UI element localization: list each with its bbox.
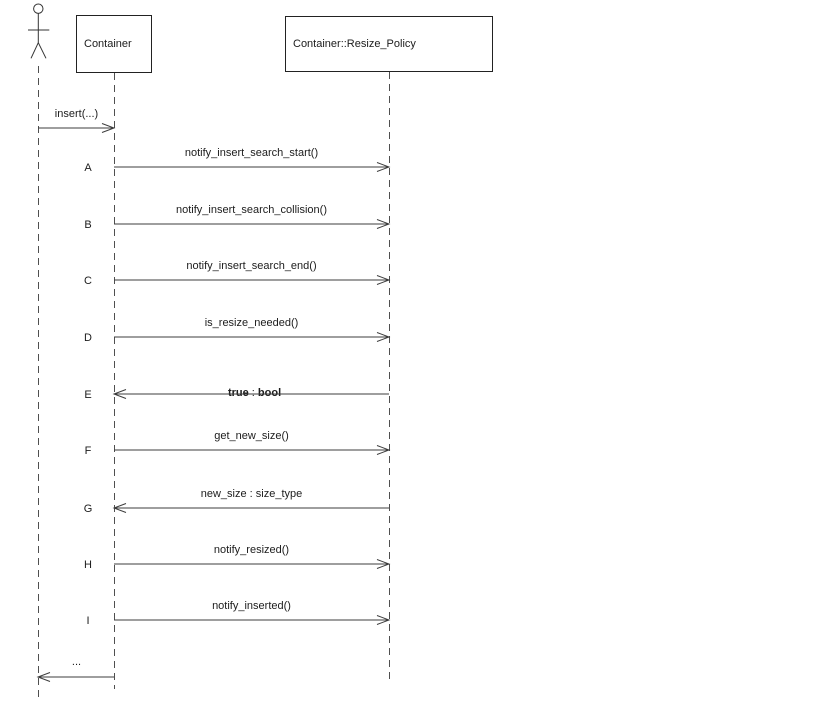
- message-arrow-left-icon: [112, 389, 389, 399]
- message-label-final-return: ...: [71, 656, 82, 668]
- return-value: true: [227, 387, 249, 399]
- message-label-i: notify_inserted(): [212, 600, 291, 612]
- return-separator: :: [248, 387, 258, 399]
- message-arrow-right-icon: [114, 445, 391, 455]
- actor-stick-figure-icon: [28, 3, 50, 59]
- participant-box-resize-policy: Container::Resize_Policy: [285, 16, 493, 72]
- message-arrow-left-icon: [36, 672, 114, 682]
- sequence-letter-d: D: [84, 332, 92, 344]
- message-arrow-left-icon: [112, 503, 389, 513]
- message-arrow-right-icon: [114, 559, 391, 569]
- participant-label-resize-policy: Container::Resize_Policy: [293, 38, 416, 50]
- sequence-letter-a: A: [84, 162, 92, 174]
- sequence-letter-h: H: [84, 559, 92, 571]
- message-label-h: notify_resized(): [213, 544, 290, 556]
- sequence-letter-i: I: [86, 615, 90, 627]
- message-label-e: true : bool: [114, 374, 389, 400]
- lifeline-resize-policy: [389, 72, 390, 684]
- message-label-g: new_size : size_type: [200, 488, 303, 500]
- message-label-c: notify_insert_search_end(): [186, 260, 317, 272]
- lifeline-container: [114, 73, 115, 689]
- message-label-a: notify_insert_search_start(): [184, 147, 319, 159]
- sequence-letter-e: E: [84, 389, 92, 401]
- participant-box-container: Container: [76, 15, 152, 73]
- message-label-b: notify_insert_search_collision(): [175, 204, 327, 216]
- message-label-f: get_new_size(): [214, 430, 289, 442]
- sequence-letter-b: B: [84, 219, 92, 231]
- lifeline-actor: [38, 66, 39, 697]
- message-arrow-right-icon: [114, 219, 391, 229]
- message-label-d: is_resize_needed(): [204, 317, 299, 329]
- message-arrow-right-icon: [38, 123, 116, 133]
- message-arrow-right-icon: [114, 332, 391, 342]
- sequence-letter-g: G: [83, 503, 93, 515]
- message-label-insert: insert(...): [54, 108, 99, 120]
- message-arrow-right-icon: [114, 615, 391, 625]
- message-arrow-right-icon: [114, 162, 391, 172]
- sequence-letter-c: C: [84, 275, 92, 287]
- return-type: bool: [257, 387, 282, 399]
- sequence-letter-f: F: [84, 445, 92, 457]
- participant-label-container: Container: [84, 38, 132, 50]
- message-arrow-right-icon: [114, 275, 391, 285]
